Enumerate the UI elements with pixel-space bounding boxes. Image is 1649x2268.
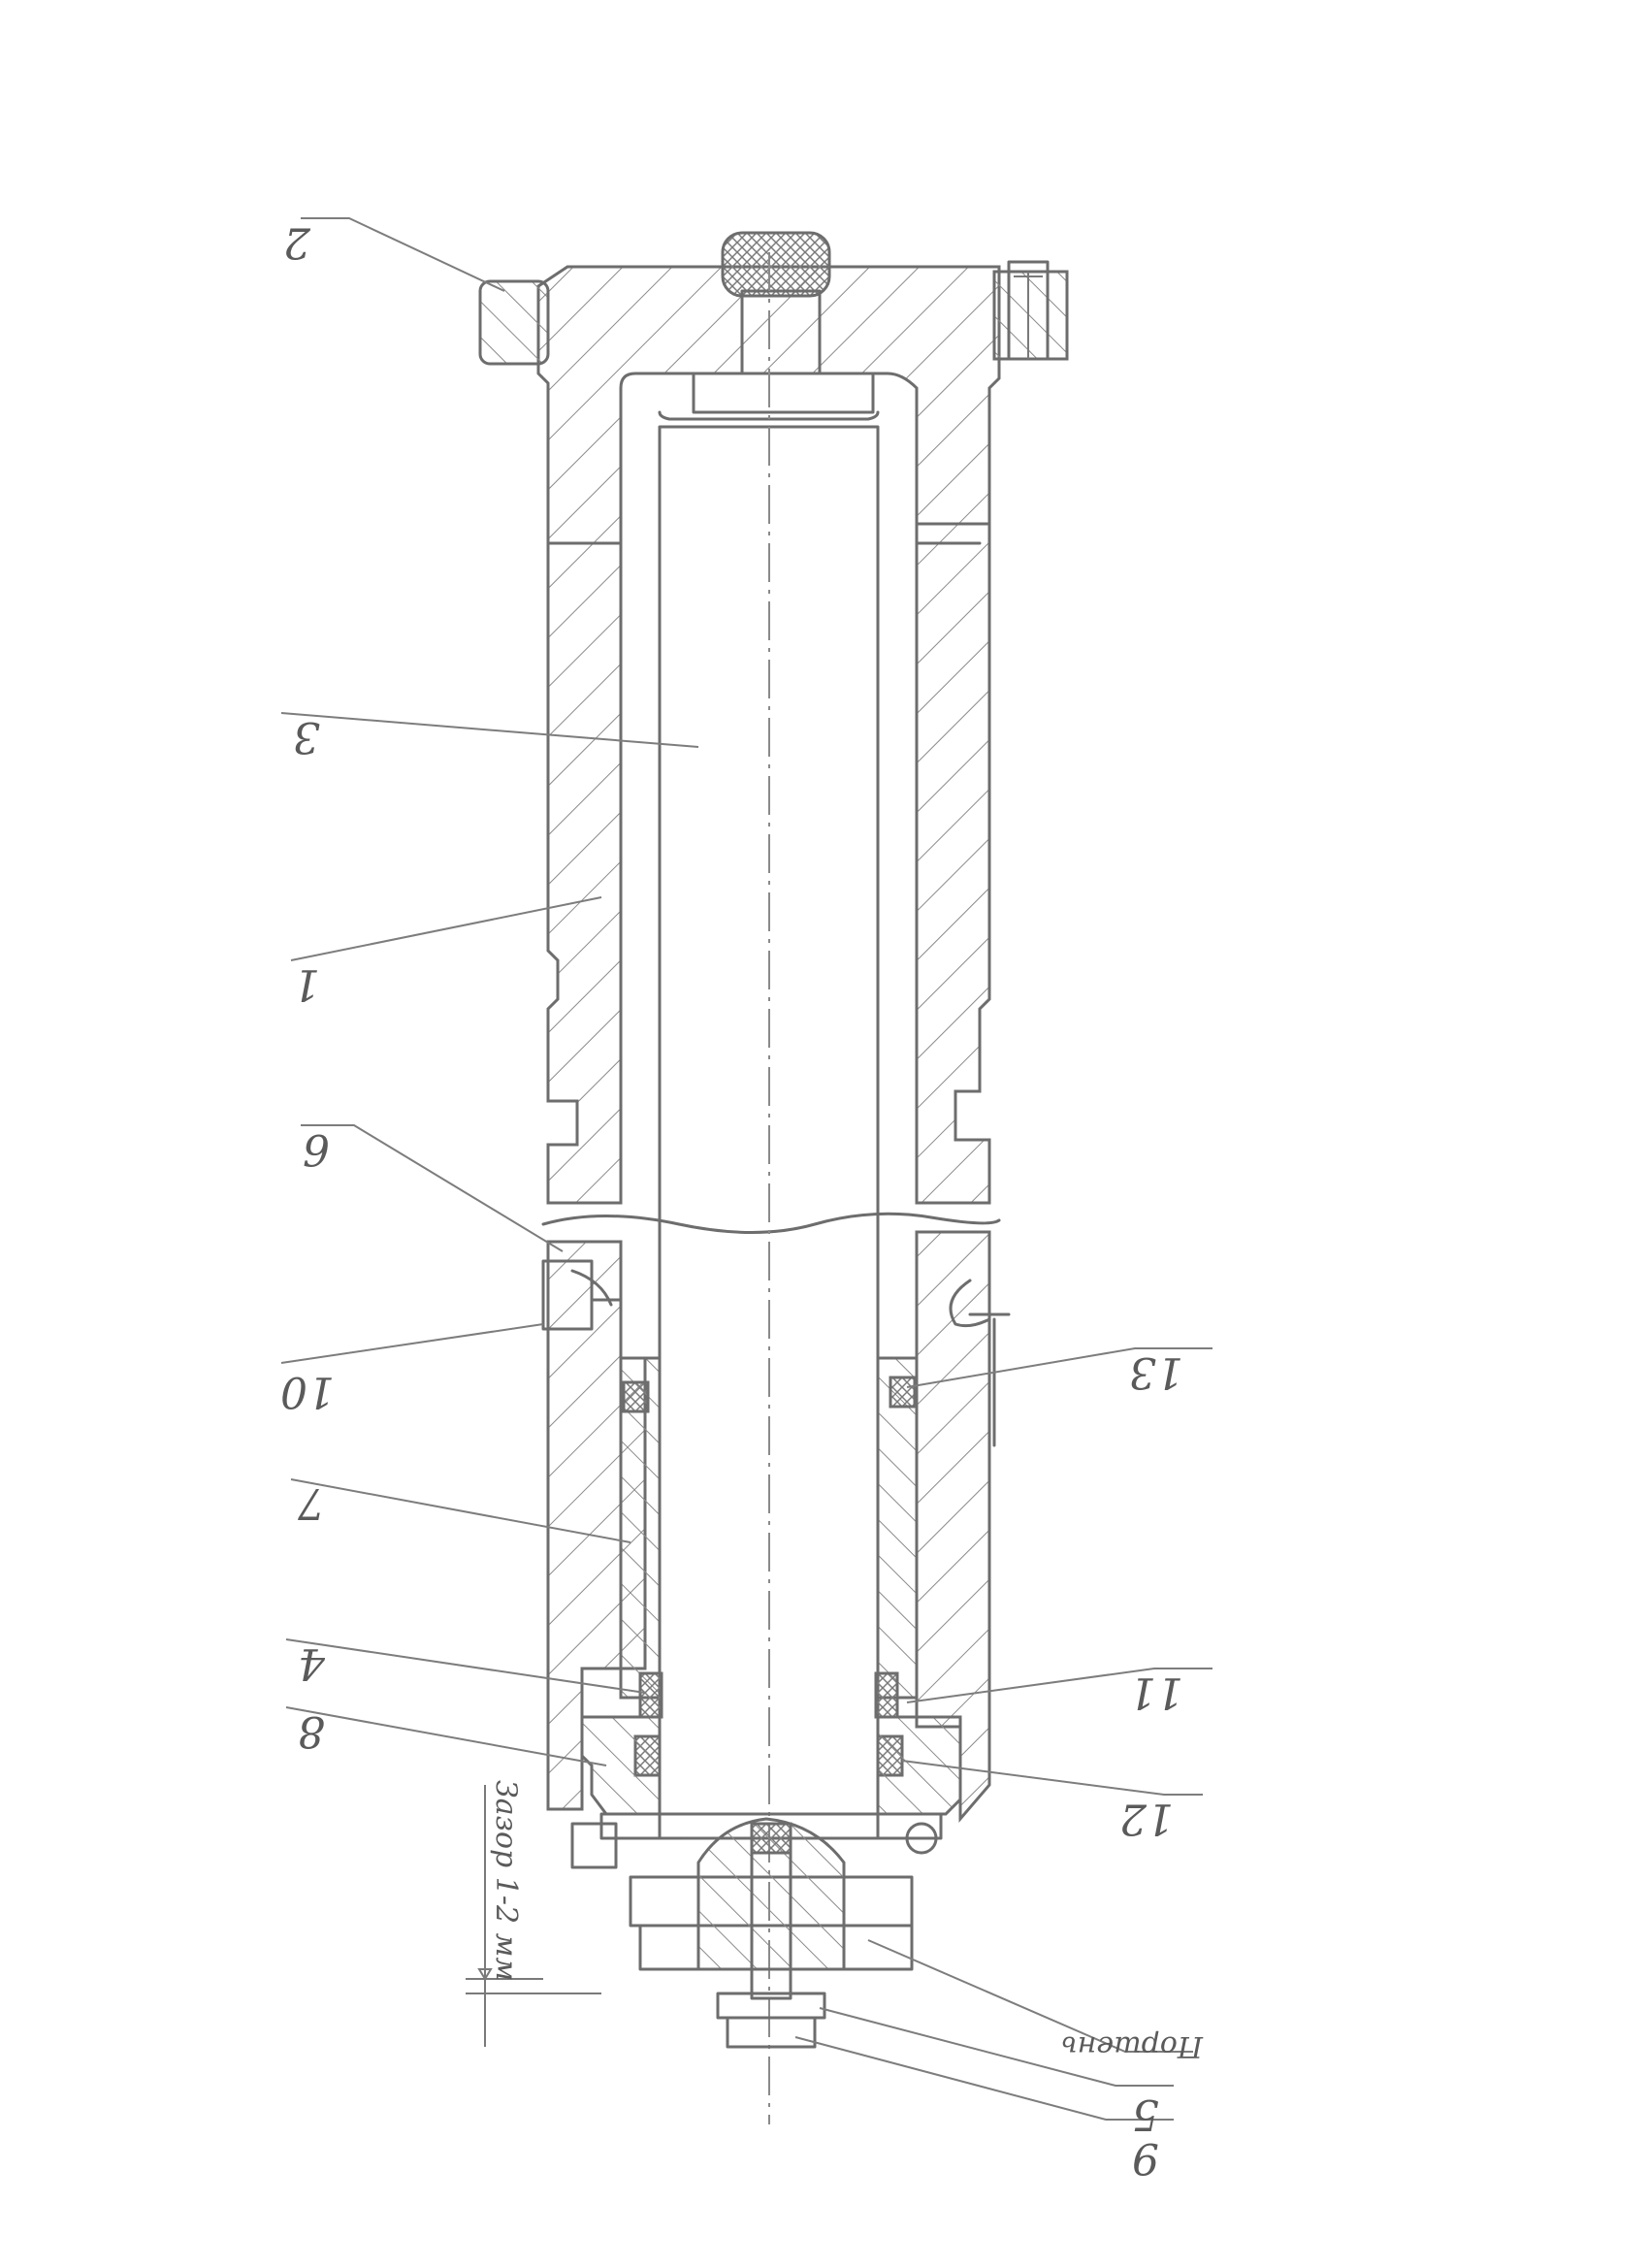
label-3: 3 [293,712,320,761]
label-12: 12 [1119,1794,1174,1843]
label-11: 11 [1129,1668,1183,1717]
seal-13-left [622,1380,650,1413]
piston-note: Поршень [1061,2029,1204,2063]
label-1: 1 [293,959,320,1009]
main-body-upper [546,522,991,1205]
gap-note: Зазор 1-2 мм [489,1780,523,1981]
gap-dimension [466,1785,601,2047]
break-line [541,1212,1001,1234]
vent-plug [541,1259,623,1331]
left-lug [478,279,550,366]
label-13: 13 [1129,1347,1183,1397]
nut-6 [726,2016,817,2049]
label-2: 2 [283,217,311,267]
leader-lines [280,217,1212,2121]
label-10: 10 [280,1367,335,1416]
label-5: 5 [1132,2090,1159,2139]
right-lug [992,270,1069,361]
guide-sleeve [619,1356,919,1700]
seal-13-right [889,1376,917,1409]
part-labels: 2 3 1 6 10 7 4 8 13 11 12 5 9 [280,217,1183,2183]
top-plug [692,231,875,414]
gland-nut [580,1715,962,1816]
bottom-bolt-left [570,1822,618,1869]
top-cover [478,260,1069,545]
label-9: 9 [1132,2133,1159,2183]
label-6: 6 [303,1124,330,1174]
label-7: 7 [298,1478,325,1528]
piston [629,1817,914,2049]
notes: Зазор 1-2 мм Поршень [489,1780,1204,2063]
grease-nipple [949,1279,1011,1447]
label-8: 8 [298,1706,325,1756]
label-4: 4 [298,1638,326,1688]
